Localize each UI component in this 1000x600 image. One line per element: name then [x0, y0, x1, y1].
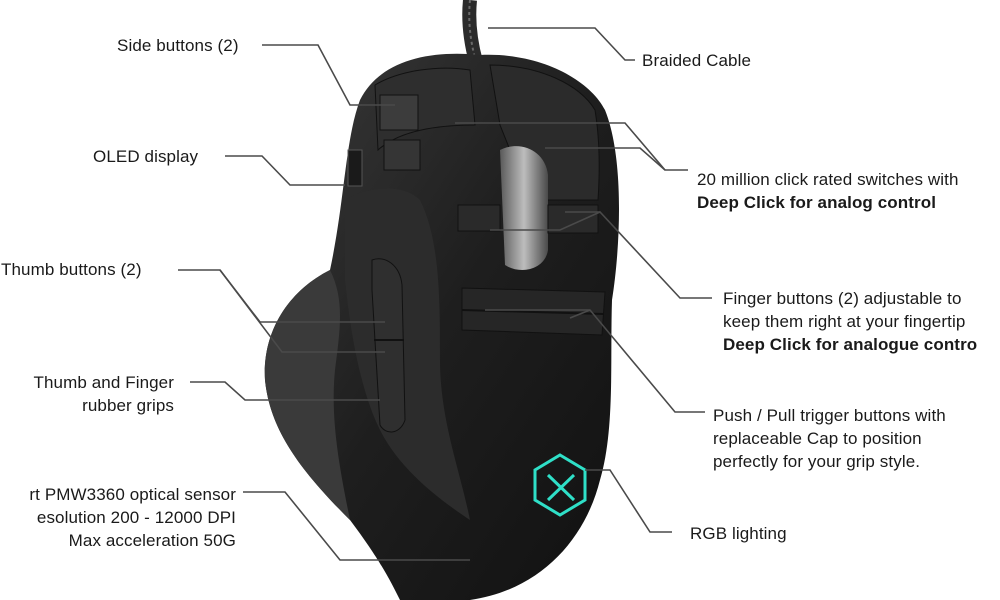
label-grips-line2: rubber grips: [82, 396, 174, 415]
leader-switches-a: [455, 122, 688, 171]
mouse-body: [264, 53, 620, 600]
label-sensor-line1: rt PMW3360 optical sensor: [29, 485, 236, 504]
label-trigger-line3: perfectly for your grip style.: [713, 452, 921, 471]
label-grips-line1: Thumb and Finger: [33, 373, 174, 392]
label-trigger-line2: replaceable Cap to position: [713, 429, 922, 448]
label-finger-buttons-line3: Deep Click for analogue contro: [723, 335, 978, 354]
label-trigger-line1: Push / Pull trigger buttons with: [713, 406, 946, 425]
leader-switches-b: [545, 147, 666, 171]
leader-grips: [190, 381, 380, 401]
label-finger-buttons-line1: Finger buttons (2) adjustable to: [723, 289, 962, 308]
label-switches: 20 million click rated switches with Dee…: [697, 168, 959, 214]
leader-trigger-b: [569, 309, 591, 319]
label-thumb-buttons: Thumb buttons (2): [1, 260, 142, 279]
leader-rgb: [585, 469, 672, 533]
leader-thumb-b: [219, 269, 385, 353]
label-finger-buttons-line2: keep them right at your fingertip: [723, 312, 966, 331]
label-switches-line2: Deep Click for analog control: [697, 193, 937, 212]
leader-lines: [178, 27, 712, 561]
label-sensor-line3: Max acceleration 50G: [68, 531, 236, 550]
label-switches-line1: 20 million click rated switches with: [697, 170, 959, 189]
leader-sensor: [243, 491, 470, 561]
label-grips: Thumb and Finger rubber grips: [0, 371, 174, 417]
label-sensor-line2: esolution 200 - 12000 DPI: [36, 508, 236, 527]
leader-oled-display: [225, 155, 345, 186]
label-sensor: rt PMW3360 optical sensor esolution 200 …: [0, 483, 236, 552]
label-side-buttons: Side buttons (2): [117, 36, 239, 55]
braided-cable: [462, 0, 483, 64]
leader-side-buttons: [262, 44, 395, 106]
label-trigger-buttons: Push / Pull trigger buttons with replace…: [713, 404, 946, 473]
leader-braided-cable: [488, 27, 635, 61]
label-finger-buttons: Finger buttons (2) adjustable to keep th…: [723, 287, 977, 356]
label-braided-cable: Braided Cable: [642, 51, 752, 70]
label-oled-display: OLED display: [93, 147, 199, 166]
label-rgb-lighting: RGB lighting: [690, 524, 787, 543]
